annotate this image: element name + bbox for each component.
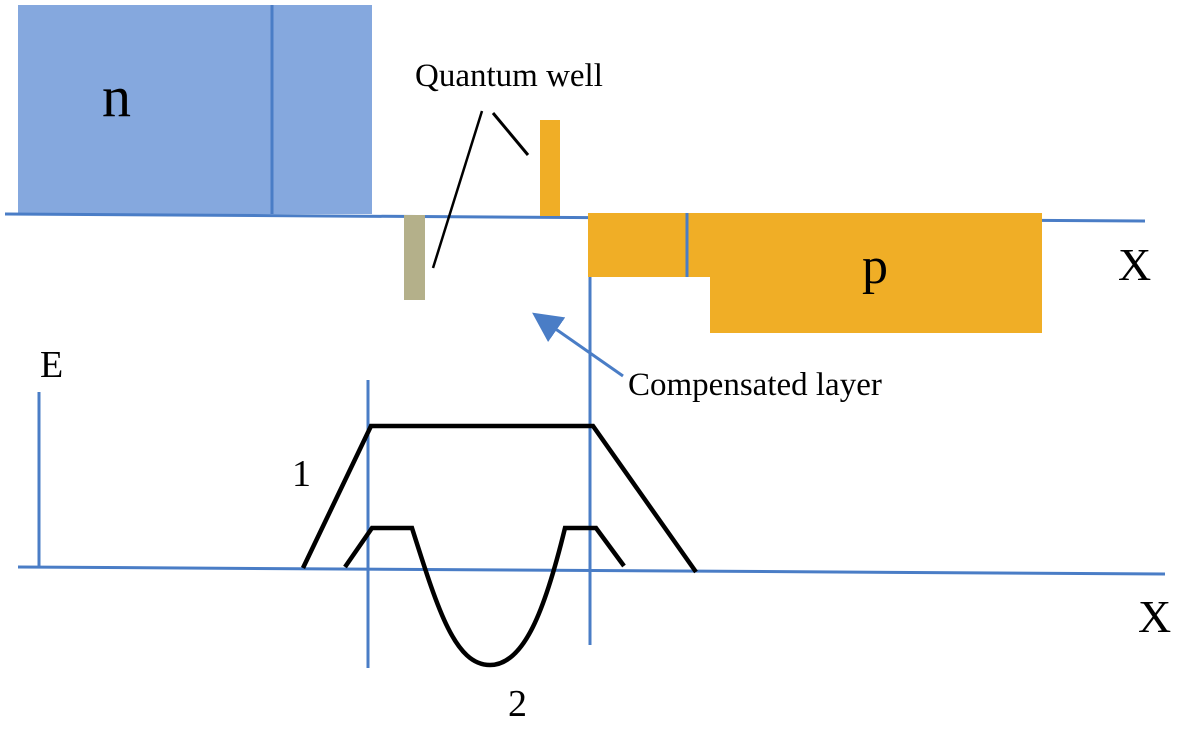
p-region-block (588, 213, 1042, 333)
n-region-label: n (102, 64, 131, 129)
quantum-well-n-side (404, 215, 425, 300)
curve-1 (300, 423, 698, 574)
curve-2 (343, 525, 626, 668)
quantum-well-pointer-2 (491, 112, 530, 156)
top-x-axis-label: X (1118, 239, 1151, 290)
compensated-layer-arrow (532, 312, 624, 378)
quantum-well-p-side (540, 120, 560, 216)
e-axis-label: E (40, 344, 63, 386)
bottom-x-axis-label: X (1138, 591, 1171, 642)
curve-1-label: 1 (292, 453, 311, 495)
n-region-block (18, 5, 372, 214)
quantum-well-label: Quantum well (415, 58, 603, 94)
curve-2-label: 2 (508, 683, 527, 725)
compensated-layer-label: Compensated layer (628, 367, 882, 403)
p-region-label: p (862, 238, 888, 295)
quantum-well-pointer-1 (431, 110, 484, 269)
